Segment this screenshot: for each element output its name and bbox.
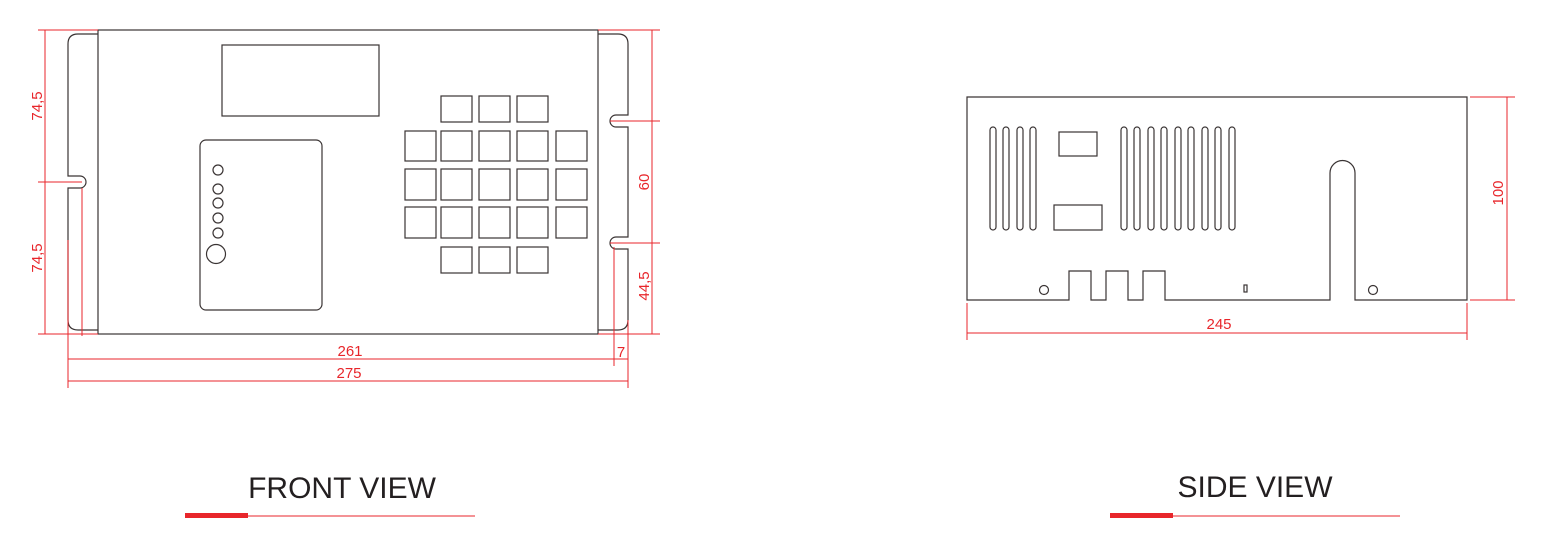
dim-right-middle: 60: [636, 174, 653, 191]
led: [212, 227, 224, 239]
vent-slot: [1016, 126, 1024, 231]
dim-length: 245: [1206, 316, 1231, 333]
keypad-key: [440, 130, 473, 162]
keypad-key: [516, 206, 549, 239]
vent-slot: [1214, 126, 1222, 231]
mounting-hole: [1367, 284, 1379, 296]
dim-height: 100: [1490, 180, 1507, 205]
keypad-key: [440, 95, 473, 123]
keypad-key: [555, 168, 588, 201]
keypad-key: [478, 130, 511, 162]
keypad-key: [555, 206, 588, 239]
mounting-hole: [1038, 284, 1050, 296]
side-dimensions: 245 100: [966, 96, 1515, 340]
front-view-title: FRONT VIEW: [248, 472, 436, 505]
vent-slot: [1029, 126, 1037, 231]
keypad-key: [478, 95, 511, 123]
keypad-key: [516, 168, 549, 201]
vent-slot: [1133, 126, 1141, 231]
dim-left-lower: 74,5: [29, 243, 46, 272]
front-view: 74,5 74,5 60 44,5 261 7 275 FRONT VIEW: [29, 29, 660, 518]
keypad-key: [478, 206, 511, 239]
keypad: [404, 95, 588, 274]
dim-right-lower: 44,5: [636, 271, 653, 300]
front-panel: [97, 29, 599, 335]
indicator-panel: [199, 139, 323, 311]
side-view: 245 100 SIDE VIEW: [966, 96, 1515, 518]
keypad-key: [478, 246, 511, 274]
power-switch: [205, 243, 227, 265]
keypad-key: [555, 130, 588, 162]
vent-slot: [1201, 126, 1209, 231]
keypad-key: [440, 206, 473, 239]
vent-slot: [1002, 126, 1010, 231]
keypad-key: [516, 95, 549, 123]
vent-slot: [1160, 126, 1168, 231]
led: [212, 212, 224, 224]
side-view-title: SIDE VIEW: [1177, 471, 1333, 504]
keypad-key: [440, 246, 473, 274]
left-flange: [67, 33, 98, 331]
dim-inner-width: 261: [337, 343, 362, 360]
display-window: [221, 44, 380, 117]
right-flange: [598, 33, 629, 331]
side-panel-outline: [966, 96, 1468, 301]
vent-slot: [1120, 126, 1128, 231]
vent-slot: [1174, 126, 1182, 231]
dim-flange-offset: 7: [617, 344, 625, 361]
keypad-key: [516, 130, 549, 162]
vent-slot: [989, 126, 997, 231]
keypad-key: [478, 168, 511, 201]
keypad-key: [404, 130, 437, 162]
keypad-key: [404, 168, 437, 201]
dim-left-upper: 74,5: [29, 91, 46, 120]
small-slot: [1243, 284, 1248, 293]
front-dimensions: 74,5 74,5 60 44,5 261 7 275: [29, 29, 660, 388]
keypad-key: [440, 168, 473, 201]
vent-slot: [1187, 126, 1195, 231]
keypad-key: [516, 246, 549, 274]
led: [212, 197, 224, 209]
side-cutout-lower: [1053, 204, 1103, 231]
led: [212, 183, 224, 195]
indicator-leds: [205, 164, 227, 265]
vent-slot: [1147, 126, 1155, 231]
dim-overall-width: 275: [336, 365, 361, 382]
keypad-key: [404, 206, 437, 239]
vent-slot: [1228, 126, 1236, 231]
side-cutout-upper: [1058, 131, 1098, 157]
vent-slots: [989, 126, 1236, 231]
led: [212, 164, 224, 176]
